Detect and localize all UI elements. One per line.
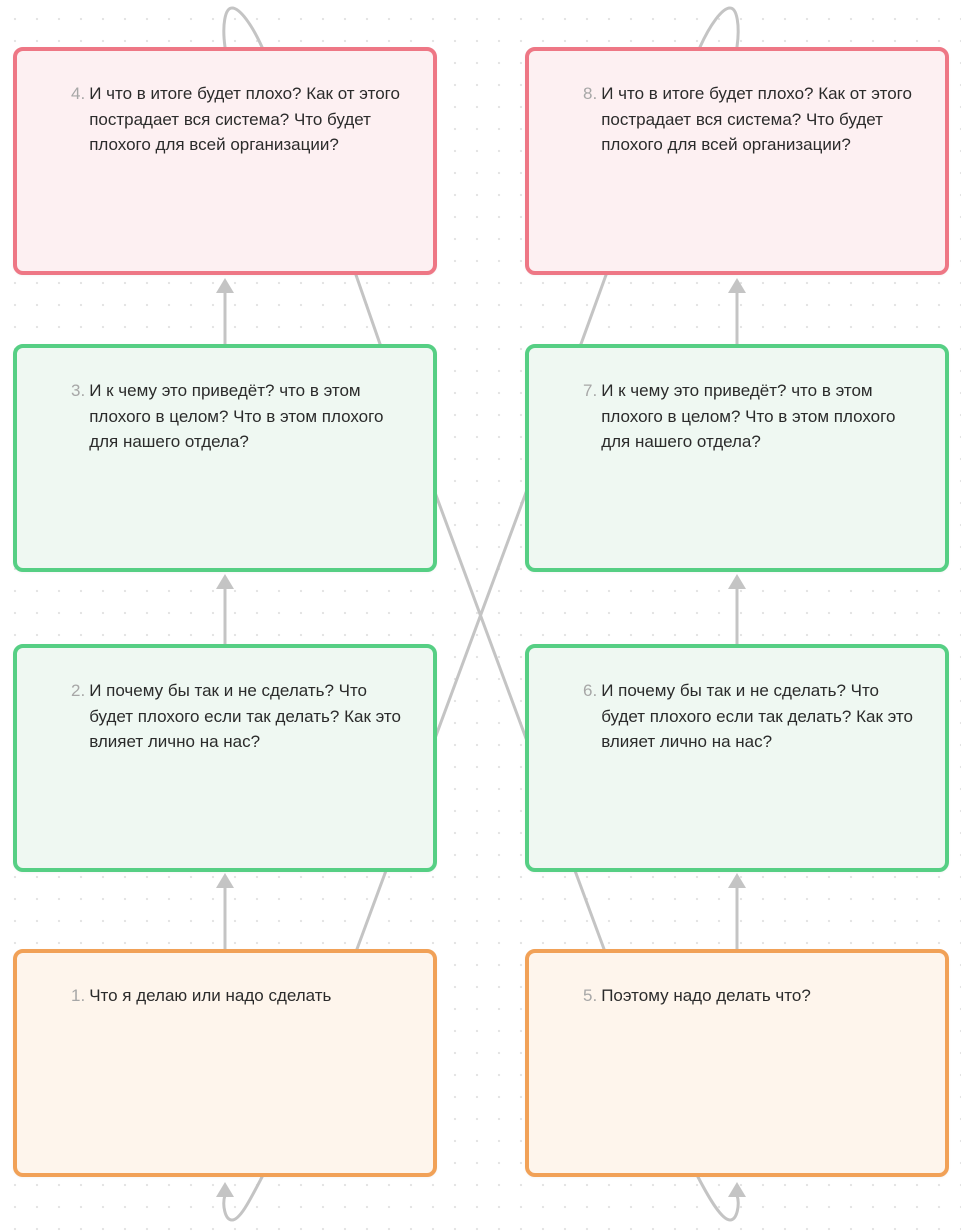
card-4-text: И что в итоге будет плохо? Как от этого … bbox=[89, 84, 400, 154]
card-6-text: И почему бы так и не сделать? Что будет … bbox=[601, 681, 913, 751]
card-5-number: 5. bbox=[583, 986, 598, 1005]
connector-card7-to-card8-diag bbox=[579, 273, 608, 346]
loop-top-left bbox=[222, 6, 264, 49]
card-3-number: 3. bbox=[71, 381, 86, 400]
card-8[interactable]: 8. И что в итоге будет плохо? Как от это… bbox=[525, 47, 949, 275]
card-6[interactable]: 6. И почему бы так и не сделать? Что буд… bbox=[525, 644, 949, 872]
card-4-content: 4. И что в итоге будет плохо? Как от это… bbox=[71, 81, 403, 158]
card-3-text: И к чему это приведёт? что в этом плохог… bbox=[89, 381, 384, 451]
arrowhead-5-to-6 bbox=[728, 873, 746, 888]
card-8-content: 8. И что в итоге будет плохо? Как от это… bbox=[583, 81, 915, 158]
card-7[interactable]: 7. И к чему это приведёт? что в этом пло… bbox=[525, 344, 949, 572]
connector-card3-to-card4-diag bbox=[354, 273, 382, 346]
arrowhead-2-to-3 bbox=[216, 574, 234, 589]
arrowhead-7-to-8 bbox=[728, 278, 746, 293]
card-3-content: 3. И к чему это приведёт? что в этом пло… bbox=[71, 378, 403, 455]
arrowhead-6-to-7 bbox=[728, 574, 746, 589]
card-8-text: И что в итоге будет плохо? Как от этого … bbox=[601, 84, 912, 154]
card-5-content: 5. Поэтому надо делать что? bbox=[583, 983, 915, 1009]
card-5-text: Поэтому надо делать что? bbox=[601, 986, 811, 1005]
card-7-text: И к чему это приведёт? что в этом плохог… bbox=[601, 381, 896, 451]
card-2-number: 2. bbox=[71, 681, 86, 700]
loop-top-right bbox=[698, 6, 740, 49]
card-8-number: 8. bbox=[583, 84, 598, 103]
card-5[interactable]: 5. Поэтому надо делать что? bbox=[525, 949, 949, 1177]
loop-bottom-right bbox=[696, 1175, 740, 1222]
card-3[interactable]: 3. И к чему это приведёт? что в этом пло… bbox=[13, 344, 437, 572]
card-4[interactable]: 4. И что в итоге будет плохо? Как от это… bbox=[13, 47, 437, 275]
card-6-content: 6. И почему бы так и не сделать? Что буд… bbox=[583, 678, 915, 755]
loop-bottom-left-arrowhead bbox=[216, 1182, 234, 1197]
card-1[interactable]: 1. Что я делаю или надо сделать bbox=[13, 949, 437, 1177]
card-7-number: 7. bbox=[583, 381, 598, 400]
card-7-content: 7. И к чему это приведёт? что в этом пло… bbox=[583, 378, 915, 455]
card-1-text: Что я делаю или надо сделать bbox=[89, 986, 332, 1005]
card-2-content: 2. И почему бы так и не сделать? Что буд… bbox=[71, 678, 403, 755]
arrowhead-3-to-4 bbox=[216, 278, 234, 293]
card-1-content: 1. Что я делаю или надо сделать bbox=[71, 983, 403, 1009]
loop-bottom-left bbox=[222, 1175, 264, 1222]
card-2-text: И почему бы так и не сделать? Что будет … bbox=[89, 681, 401, 751]
card-1-number: 1. bbox=[71, 986, 86, 1005]
loop-bottom-right-arrowhead bbox=[728, 1182, 746, 1197]
card-2[interactable]: 2. И почему бы так и не сделать? Что буд… bbox=[13, 644, 437, 872]
card-6-number: 6. bbox=[583, 681, 598, 700]
arrowhead-1-to-2 bbox=[216, 873, 234, 888]
card-4-number: 4. bbox=[71, 84, 86, 103]
